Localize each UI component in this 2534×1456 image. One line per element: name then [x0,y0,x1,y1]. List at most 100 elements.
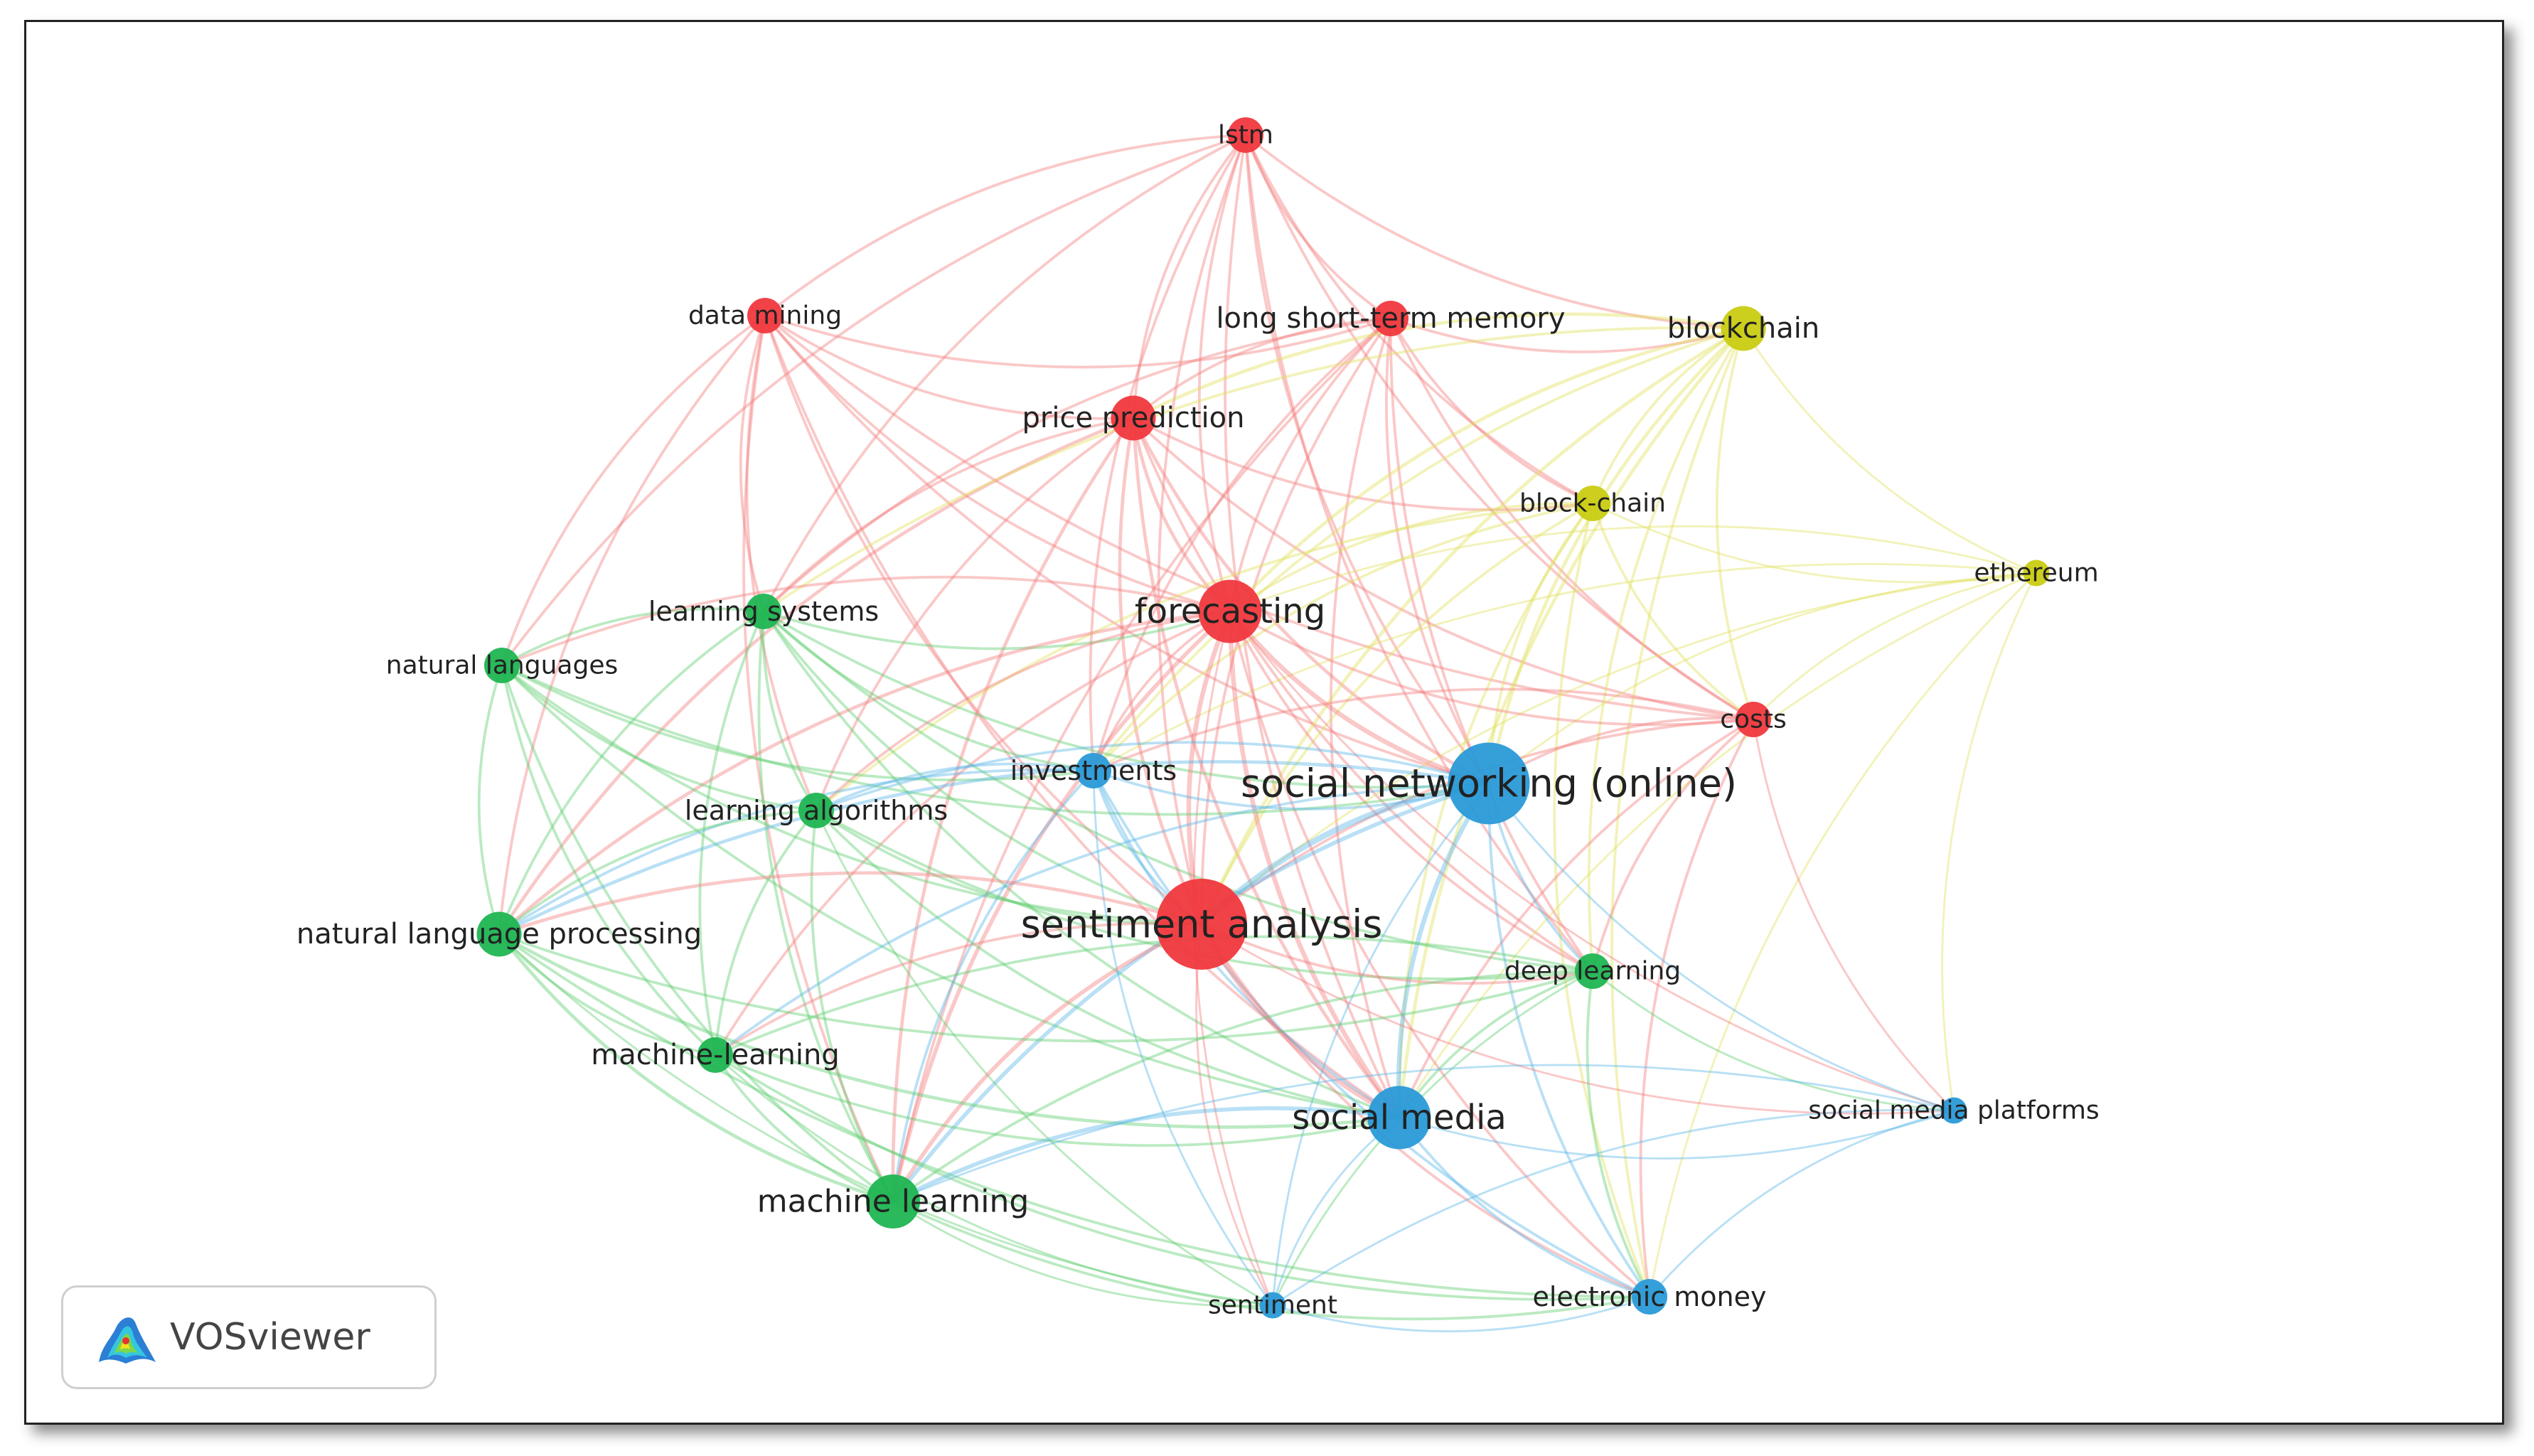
link-natural-languages-social-media [501,664,1400,1119]
link-blockchain-learning-systems [762,326,1744,613]
link-deep-learning-social-media [1398,970,1593,1119]
node-social-media-platforms[interactable] [1940,1097,1967,1124]
link-lstm-memory-forecasting [1229,317,1392,612]
link-ethereum-forecasting [1229,525,2037,613]
node-price-prediction[interactable] [1111,395,1156,441]
node-label-electronic-money[interactable]: electronic money [1533,1281,1767,1312]
link-data-mining-social-networking [764,314,1490,785]
link-lstm-memory-price-prediction [1132,317,1391,419]
link-price-prediction-costs [1132,417,1754,721]
node-sentiment[interactable] [1259,1292,1286,1319]
node-label-forecasting[interactable]: forecasting [1135,592,1325,631]
node-investments[interactable] [1076,753,1111,788]
node-block-chain[interactable] [1575,486,1610,521]
node-nlp[interactable] [476,911,522,957]
node-label-machine-learning-hyph[interactable]: machine-learning [591,1039,840,1071]
link-learning-systems-learning-algorithms [761,611,818,812]
link-lstm-memory-investments [1092,317,1392,771]
node-label-block-chain[interactable]: block-chain [1519,489,1666,518]
node-learning-algorithms[interactable] [798,793,834,828]
link-lstm-costs [1244,134,1754,721]
link-sentiment-analysis-social-media-platforms [1201,923,1955,1115]
node-label-investments[interactable]: investments [1010,755,1177,786]
link-block-chain-social-media [1398,502,1594,1118]
link-blockchain-investments [1092,327,1744,772]
link-blockchain-price-prediction [1132,312,1744,420]
node-label-data-mining[interactable]: data mining [688,301,842,331]
node-lstm-memory[interactable] [1373,301,1408,336]
node-label-sentiment[interactable]: sentiment [1208,1291,1337,1320]
node-machine-learning-hyph[interactable] [697,1037,733,1073]
link-price-prediction-learning-algorithms [815,417,1135,811]
node-machine-learning[interactable] [866,1174,920,1228]
node-social-networking[interactable] [1448,742,1530,825]
node-label-sentiment-analysis[interactable]: sentiment analysis [1021,902,1383,947]
link-data-mining-price-prediction [764,314,1134,420]
node-blockchain[interactable] [1721,306,1766,351]
node-label-social-media-platforms[interactable]: social media platforms [1808,1096,2099,1125]
node-costs[interactable] [1736,702,1771,737]
node-label-learning-systems[interactable]: learning systems [648,596,879,627]
link-block-chain-electronic-money [1553,503,1651,1297]
link-lstm-data-mining [764,134,1246,317]
link-ethereum-social-media [1398,572,2037,1118]
node-label-ethereum[interactable]: ethereum [1974,559,2098,588]
link-lstm-learning-systems [762,134,1246,612]
node-label-lstm-memory[interactable]: long short-term memory [1216,302,1565,335]
node-natural-languages[interactable] [484,648,520,683]
link-forecasting-social-media [1227,611,1401,1119]
node-label-social-media[interactable]: social media [1292,1098,1507,1138]
node-ethereum[interactable] [2023,560,2050,587]
link-social-media-platforms-machine-learning [892,1064,1955,1203]
vosviewer-logo-text: VOSviewer [170,1316,370,1359]
link-learning-algorithms-social-media [815,809,1400,1119]
link-machine-learning-hyph-machine-learning [714,1054,894,1203]
link-nlp-machine-learning-hyph [498,933,716,1056]
node-social-media[interactable] [1367,1086,1431,1150]
node-label-natural-languages[interactable]: natural languages [386,651,618,680]
node-label-price-prediction[interactable]: price prediction [1022,402,1245,434]
link-social-networking-nlp [498,760,1490,936]
link-learning-systems-machine-learning [757,611,894,1202]
node-label-costs[interactable]: costs [1720,705,1786,734]
node-sentiment-analysis[interactable] [1156,879,1247,970]
link-lstm-memory-learning-systems [762,317,1391,613]
link-block-chain-learning-algorithms [815,502,1593,812]
node-deep-learning[interactable] [1575,953,1610,989]
link-ethereum-social-media-platforms [1941,572,2038,1111]
link-deep-learning-machine-learning-hyph [715,935,1593,1056]
link-natural-languages-social-networking [501,664,1490,816]
link-natural-languages-machine-learning-hyph [501,665,717,1056]
link-lstm-memory-blockchain [1390,317,1744,353]
link-ethereum-social-networking [1488,572,2037,785]
node-label-social-networking[interactable]: social networking (online) [1241,761,1737,806]
link-block-chain-investments [1092,502,1593,772]
node-data-mining[interactable] [747,298,783,333]
link-investments-sentiment [1092,770,1274,1306]
node-label-lstm[interactable]: lstm [1218,121,1273,150]
link-data-mining-social-media [764,315,1401,1119]
node-label-learning-algorithms[interactable]: learning algorithms [685,795,948,826]
node-electronic-money[interactable] [1632,1279,1667,1315]
link-deep-learning-machine-learning [892,970,1593,1203]
link-costs-deep-learning [1591,718,1755,972]
labels-layer: lstm data mining long short-term memory blo… [296,121,2100,1320]
link-nlp-machine-learning [498,933,894,1204]
link-block-chain-sentiment-analysis [1200,502,1593,925]
link-blockchain-costs [1715,328,1755,720]
node-label-machine-learning[interactable]: machine learning [757,1184,1030,1220]
link-investments-social-media [1092,770,1400,1119]
link-blockchain-ethereum [1742,328,2037,574]
node-label-nlp[interactable]: natural language processing [296,918,702,951]
node-label-blockchain[interactable]: blockchain [1667,312,1819,345]
node-forecasting[interactable] [1198,579,1262,643]
link-blockchain-deep-learning [1587,328,1745,972]
link-lstm-forecasting [1197,134,1247,612]
node-label-deep-learning[interactable]: deep learning [1504,957,1681,986]
link-data-mining-forecasting [764,314,1231,613]
link-lstm-sentiment-analysis [1157,134,1247,925]
node-lstm[interactable] [1228,117,1263,153]
node-learning-systems[interactable] [746,594,781,629]
map-frame [24,20,2504,1425]
